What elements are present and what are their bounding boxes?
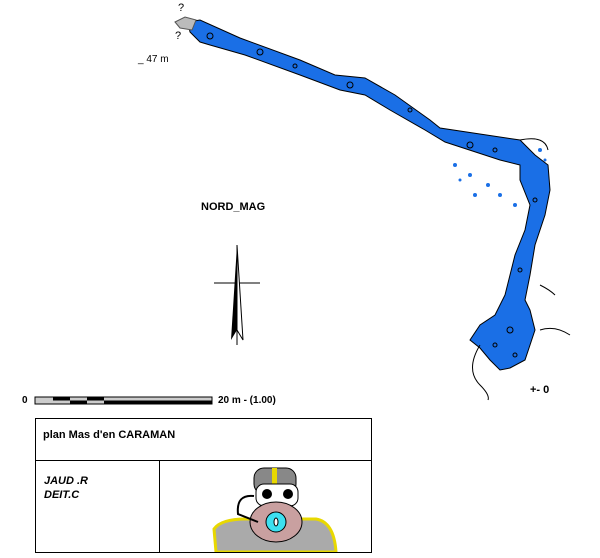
blocks — [206, 32, 538, 358]
author: DEIT.C — [44, 489, 80, 501]
scale-start: 0 — [22, 395, 28, 406]
depth-label-entrance: +- 0 — [530, 384, 550, 396]
author: JAUD .R — [44, 475, 89, 487]
scale-bar — [34, 396, 213, 405]
north-label: NORD_MAG — [201, 201, 266, 213]
diver-illustration — [212, 467, 338, 552]
cartouche-divider — [36, 460, 371, 461]
question-mark: ? — [175, 30, 182, 42]
sump-rock — [174, 16, 197, 31]
scale-end: 20 m - (1.00) — [218, 395, 276, 406]
depth-label-top: _ 47 m — [138, 54, 169, 65]
survey-title: plan Mas d'en CARAMAN — [43, 429, 176, 441]
question-mark: ? — [178, 2, 185, 14]
cartouche: plan Mas d'en CARAMAN JAUD .R DEIT.C — [35, 418, 372, 553]
cartouche-divider — [159, 460, 160, 552]
north-arrow — [214, 244, 260, 345]
scree-dots — [453, 148, 547, 207]
cave-passage — [187, 19, 551, 371]
passage-outline-extensions — [472, 138, 571, 401]
